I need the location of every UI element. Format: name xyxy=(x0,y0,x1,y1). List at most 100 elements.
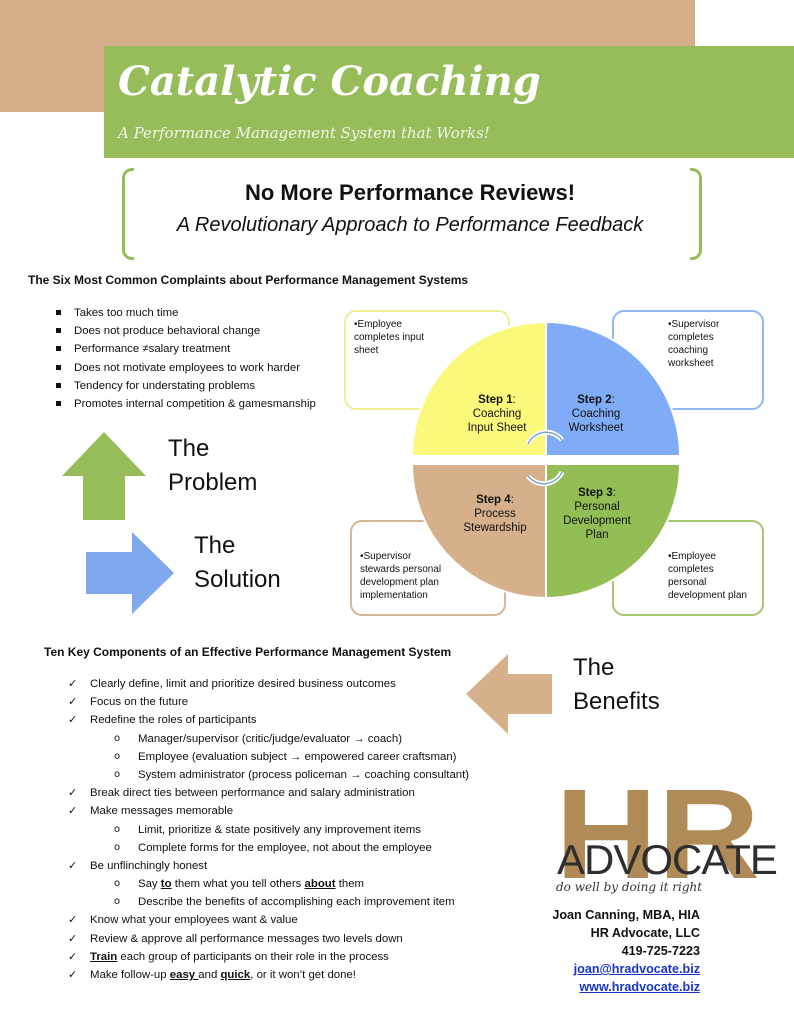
circle-bullet-icon: o xyxy=(114,878,121,890)
up-arrow-icon xyxy=(62,432,146,520)
page-title: Catalytic Coaching xyxy=(118,58,541,105)
list-item-text: Performance ≠salary treatment xyxy=(74,343,231,356)
list-item-text: Say xyxy=(138,878,161,891)
list-item-text: Takes too much time xyxy=(74,307,179,319)
list-item-text: easy xyxy=(169,969,199,981)
list-item: o System administrator (process policeman… xyxy=(66,766,469,784)
square-bullet-icon xyxy=(56,400,61,406)
circle-bullet-icon: o xyxy=(114,750,121,762)
logo-tagline: do well by doing it right xyxy=(556,880,703,894)
step1-sep: : xyxy=(512,394,516,406)
step4-text: Process Stewardship xyxy=(463,508,527,534)
list-item-text: each group of participants on their role… xyxy=(117,950,389,963)
step1-title: Step 1 xyxy=(478,394,513,406)
right-bracket xyxy=(690,168,702,260)
step2-text: Coaching Worksheet xyxy=(568,408,624,434)
list-item: ✓Make follow-up easy and quick, or it wo… xyxy=(66,966,469,984)
complaints-list: Takes too much time Does not produce beh… xyxy=(56,304,316,413)
checkmark-icon: ✓ xyxy=(68,968,78,981)
checkmark-icon: ✓ xyxy=(68,949,78,963)
list-item: ✓Redefine the roles of participants xyxy=(66,711,469,729)
list-item-text: about xyxy=(304,878,336,891)
website-link[interactable]: www.hradvocate.biz xyxy=(579,980,700,994)
list-item-text: Describe the benefits of accomplishing e… xyxy=(138,896,455,909)
components-list: ✓Clearly define, limit and prioritize de… xyxy=(66,675,469,984)
list-item: ✓ Break direct ties between performance a… xyxy=(66,784,469,802)
list-item-text: them xyxy=(335,878,365,891)
checkmark-icon: ✓ xyxy=(68,804,78,818)
list-item-text: Make messages memorable xyxy=(90,805,234,818)
list-item-text: Focus on the future xyxy=(90,696,189,709)
list-item-text: Be unflinchingly honest xyxy=(90,859,208,872)
step3-callout: •Employee completes personal development… xyxy=(612,520,764,616)
square-bullet-icon xyxy=(56,328,61,334)
circle-bullet-icon: o xyxy=(114,768,121,780)
list-item-text: Limit, prioritize & state positively any… xyxy=(138,823,421,836)
list-item: o Manager/supervisor (critic/judge/evalua… xyxy=(66,730,469,748)
list-item: ✓Be unflinchingly honest xyxy=(66,857,469,875)
step1-text: Coaching Input Sheet xyxy=(467,408,527,434)
step2-sep: : xyxy=(611,394,615,406)
circle-bullet-icon: o xyxy=(114,896,121,908)
list-item: Tendency for understating problems xyxy=(56,377,316,395)
header-banner xyxy=(104,46,794,158)
checkmark-icon: ✓ xyxy=(68,786,78,800)
list-item-text: Complete forms for the employee, not abo… xyxy=(138,841,432,854)
list-item: Does not motivate employees to work hard… xyxy=(56,359,316,377)
list-item-text: , or it won’t get done! xyxy=(250,969,356,981)
step4-title: Step 4 xyxy=(476,494,511,506)
square-bullet-icon xyxy=(56,310,61,315)
coaching-cycle-diagram xyxy=(412,320,682,600)
list-item-text: Train xyxy=(90,950,118,963)
list-item-text: to xyxy=(160,878,172,891)
step1-label: Step 1: Coaching Input Sheet xyxy=(454,393,540,435)
list-item-text: and xyxy=(198,969,221,981)
step2-quadrant xyxy=(545,320,682,457)
list-item-text: Does not motivate employees to work hard… xyxy=(74,361,301,374)
step3-note: •Employee completes personal development… xyxy=(668,551,747,601)
list-item: ✓Review & approve all performance messag… xyxy=(66,930,469,948)
list-item-text: Break direct ties between performance an… xyxy=(90,787,415,800)
step1-quadrant xyxy=(412,320,547,457)
step4-note: •Supervisor stewards personal developmen… xyxy=(360,551,442,601)
square-bullet-icon xyxy=(56,364,61,370)
contact-name: Joan Canning, MBA, HIA xyxy=(552,908,700,922)
components-heading: Ten Key Components of an Effective Perfo… xyxy=(44,645,452,659)
benefits-label: The Benefits xyxy=(573,654,660,715)
checkmark-icon: ✓ xyxy=(68,713,78,727)
list-item-text: System administrator (process policeman … xyxy=(138,768,470,781)
square-bullet-icon xyxy=(56,382,61,388)
step3-title: Step 3 xyxy=(578,487,613,499)
square-bullet-icon xyxy=(56,346,61,352)
contact-phone: 419-725-7223 xyxy=(621,944,700,958)
step4-quadrant xyxy=(412,463,547,600)
email-link[interactable]: joan@hradvocate.biz xyxy=(573,962,700,976)
solution-label: The Solution xyxy=(194,532,281,593)
list-item-text: Tendency for understating problems xyxy=(74,379,256,392)
checkmark-icon: ✓ xyxy=(68,913,78,927)
checkmark-icon: ✓ xyxy=(68,677,78,690)
contact-company: HR Advocate, LLC xyxy=(590,926,700,940)
list-item-text: Promotes internal competition & gamesman… xyxy=(74,397,316,410)
list-item-text: Review & approve all performance message… xyxy=(90,932,403,945)
list-item: ✓Focus on the future xyxy=(66,693,469,711)
list-item-text: Make follow-up xyxy=(90,969,170,981)
list-item: o Employee (evaluation subject → empowere… xyxy=(66,748,469,766)
page-subtitle: A Performance Management System that Wor… xyxy=(118,124,490,142)
problem-label: The Problem xyxy=(168,435,258,496)
step3-sep: : xyxy=(612,487,616,499)
hr-advocate-logo: HR xyxy=(555,778,760,898)
circle-bullet-icon: o xyxy=(114,823,121,835)
list-item-text: Manager/supervisor (critic/judge/evaluat… xyxy=(138,732,402,745)
circle-bullet-icon: o xyxy=(114,732,121,744)
list-item-text: them what you tell others xyxy=(171,878,305,891)
headline-subtitle: A Revolutionary Approach to Performance … xyxy=(176,214,644,236)
list-item: o Describe the benefits of accomplishing … xyxy=(66,893,469,911)
step3-label: Step 3: Personal Development Plan xyxy=(553,486,641,542)
list-item: ✓Know what your employees want & value xyxy=(66,911,469,929)
list-item-text: Employee (evaluation subject → empowered… xyxy=(138,750,457,763)
list-item: o Limit, prioritize & state positively an… xyxy=(66,821,469,839)
step3-text: Personal Development Plan xyxy=(563,501,631,541)
